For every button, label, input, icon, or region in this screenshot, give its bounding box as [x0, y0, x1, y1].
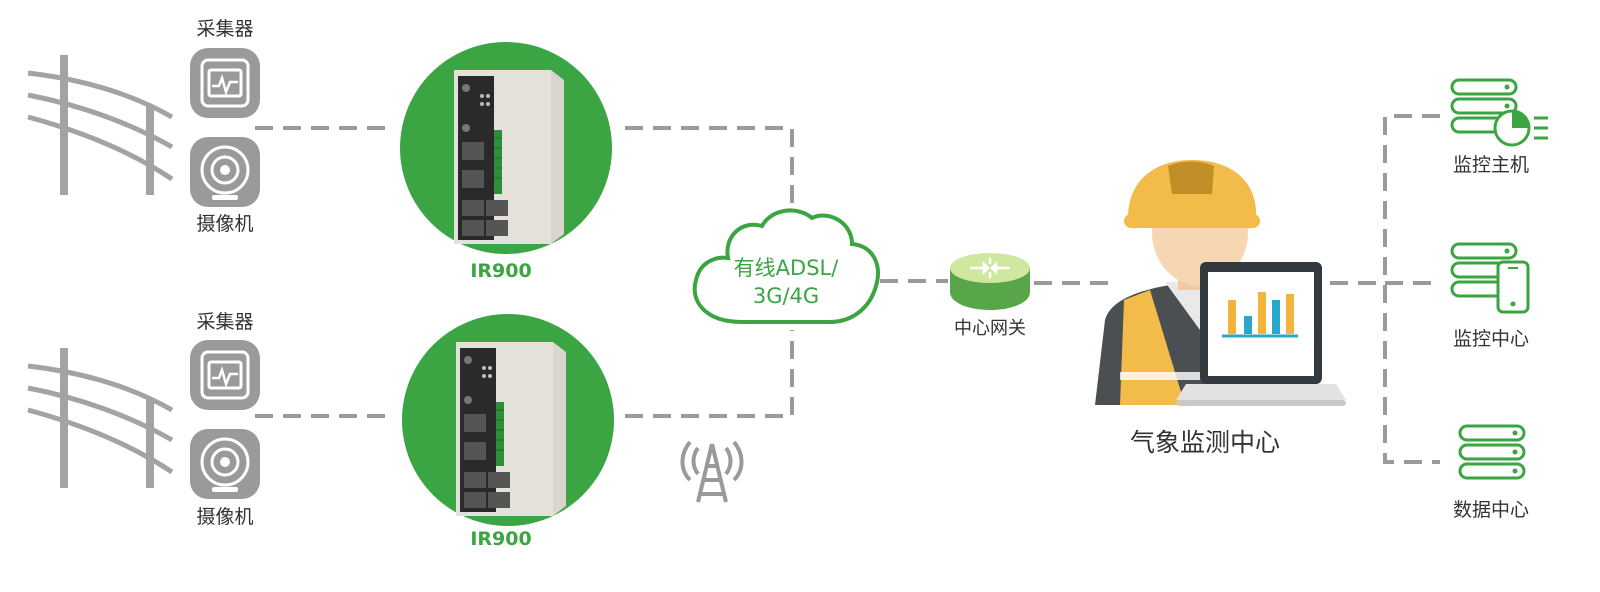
power-pole-icon: [28, 55, 172, 195]
collector-label: 采集器: [196, 311, 254, 333]
router-label: IR900: [470, 528, 532, 550]
camera-label: 摄像机: [196, 506, 254, 528]
server-phone-icon: [1450, 242, 1530, 314]
router-label: IR900: [470, 260, 532, 282]
collector-icon: [188, 46, 262, 120]
router-device-icon: [401, 313, 615, 527]
gateway-label: 中心网关: [954, 318, 1026, 339]
camera-label: 摄像机: [196, 213, 254, 235]
collector-icon: [188, 338, 262, 412]
collector-label: 采集器: [196, 18, 254, 40]
cloud-label-line2: 3G/4G: [752, 284, 820, 308]
camera-icon: [188, 427, 262, 501]
gateway-router-icon: [950, 253, 1030, 310]
server-label: 监控主机: [1452, 154, 1530, 176]
signal-tower-icon: [680, 440, 744, 503]
power-pole-icon: [28, 348, 172, 488]
server-label: 监控中心: [1452, 328, 1530, 350]
server-label: 数据中心: [1452, 499, 1530, 521]
server-chart-icon: [1450, 78, 1548, 147]
cloud-icon: [692, 208, 880, 324]
center-label: 气象监测中心: [1129, 428, 1281, 457]
router-device-icon: [399, 41, 613, 255]
worker-illustration: [1095, 160, 1346, 406]
cloud-label-line1: 有线ADSL/: [733, 256, 839, 280]
camera-icon: [188, 135, 262, 209]
cloud-label: 有线ADSL/ 3G/4G: [701, 254, 871, 310]
server-icon: [1458, 424, 1526, 480]
connector-lines: [255, 114, 1440, 464]
